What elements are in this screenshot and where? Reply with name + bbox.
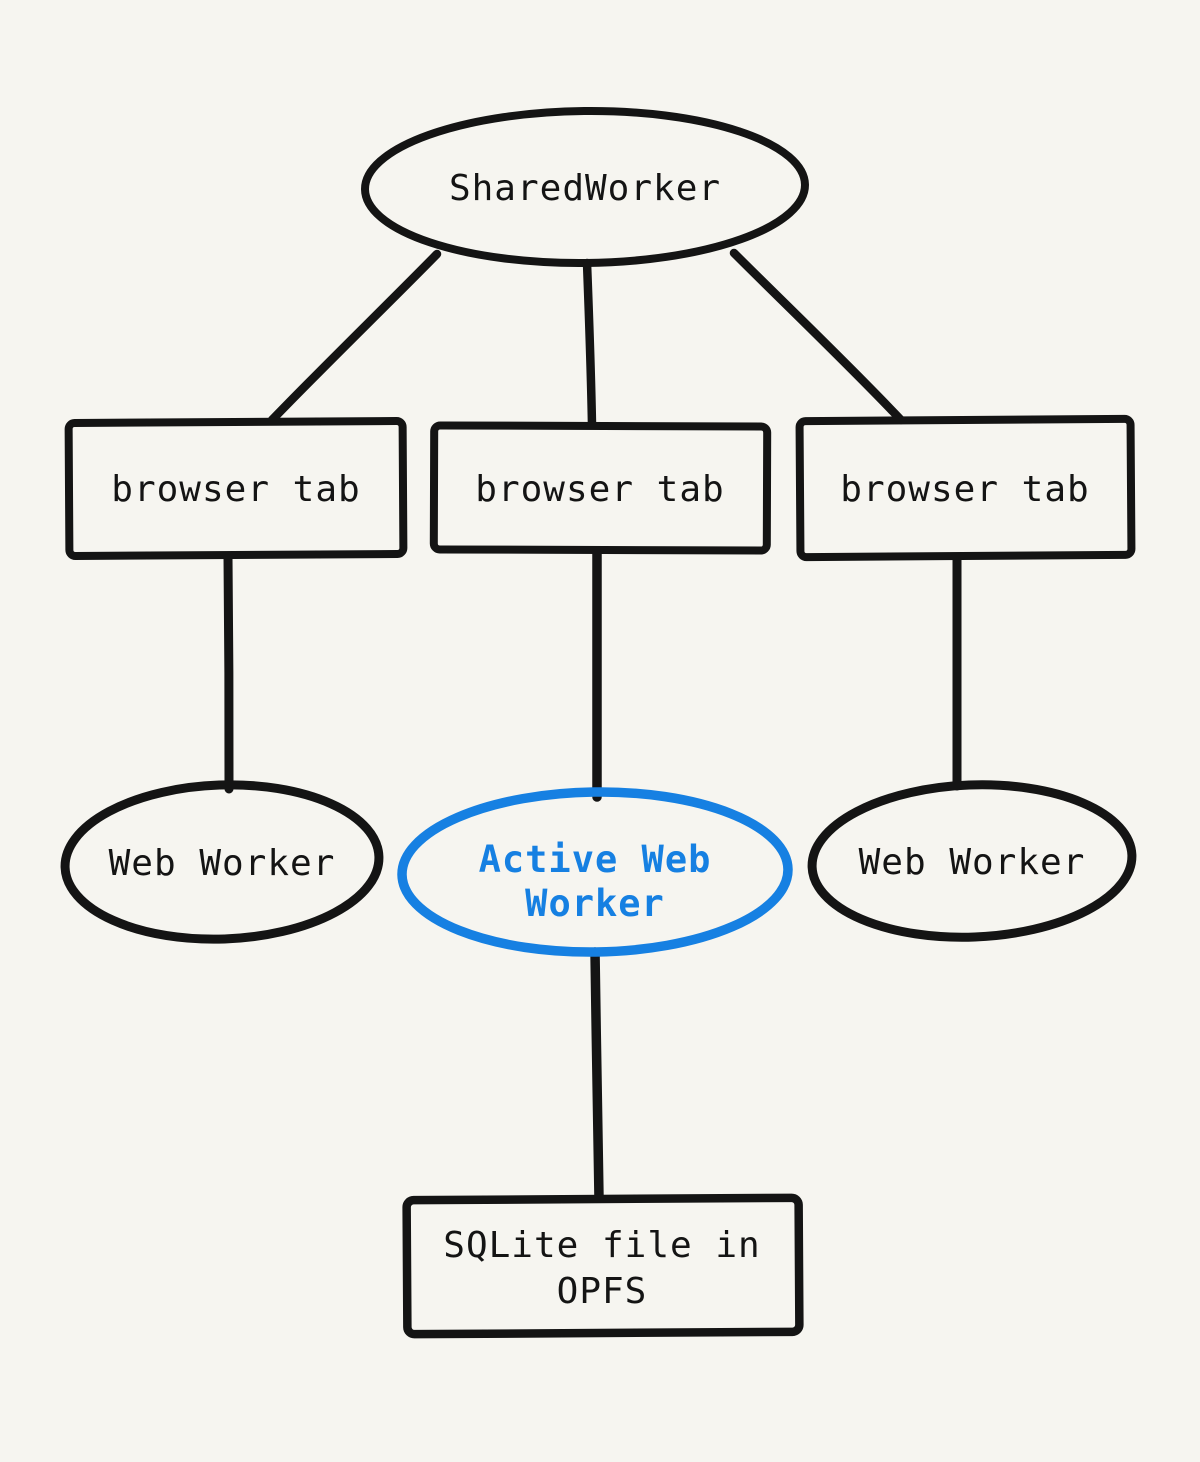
edge-sharedworker-to-tab-left — [267, 249, 442, 425]
browser-tab-middle-rect — [429, 421, 772, 555]
browser-tab-right-label: browser tab — [840, 469, 1089, 510]
web-worker-left-label: Web Worker — [109, 843, 336, 884]
active-web-worker-label-line1: Active Web — [479, 838, 712, 881]
browser-tab-right-rect — [795, 414, 1136, 562]
web-worker-right-ellipse — [807, 780, 1137, 942]
edge-sharedworker-to-tab-right — [729, 248, 906, 425]
browser-tab-left-label: browser tab — [111, 469, 360, 510]
node-browser-tab-left: browser tab — [64, 417, 408, 560]
node-web-worker-right: Web Worker — [807, 780, 1137, 942]
node-browser-tab-right: browser tab — [795, 414, 1136, 562]
active-web-worker-ellipse — [397, 787, 793, 957]
web-worker-left-ellipse — [60, 780, 384, 944]
edge-active-worker-to-sqlite — [590, 947, 604, 1203]
web-worker-right-label: Web Worker — [859, 842, 1086, 883]
shared-worker-label: SharedWorker — [449, 168, 721, 209]
sqlite-file-label-line1: SQLite file in — [443, 1225, 760, 1266]
shared-worker-ellipse — [361, 106, 809, 268]
node-browser-tab-middle: browser tab — [429, 421, 772, 555]
node-shared-worker: SharedWorker — [361, 106, 809, 268]
edge-tab-left-to-worker-left — [223, 552, 234, 794]
browser-tab-left-rect — [64, 417, 408, 560]
browser-tab-middle-label: browser tab — [475, 469, 724, 510]
node-active-web-worker: Active Web Worker — [397, 787, 793, 957]
node-sqlite-file: SQLite file in OPFS — [402, 1193, 804, 1339]
sqlite-file-rect — [402, 1193, 804, 1339]
sqlite-file-label-line2: OPFS — [557, 1271, 648, 1312]
edge-sharedworker-to-tab-middle — [582, 258, 597, 430]
active-web-worker-label-line2: Worker — [525, 882, 665, 925]
node-web-worker-left: Web Worker — [60, 780, 384, 944]
edges — [223, 248, 962, 1203]
